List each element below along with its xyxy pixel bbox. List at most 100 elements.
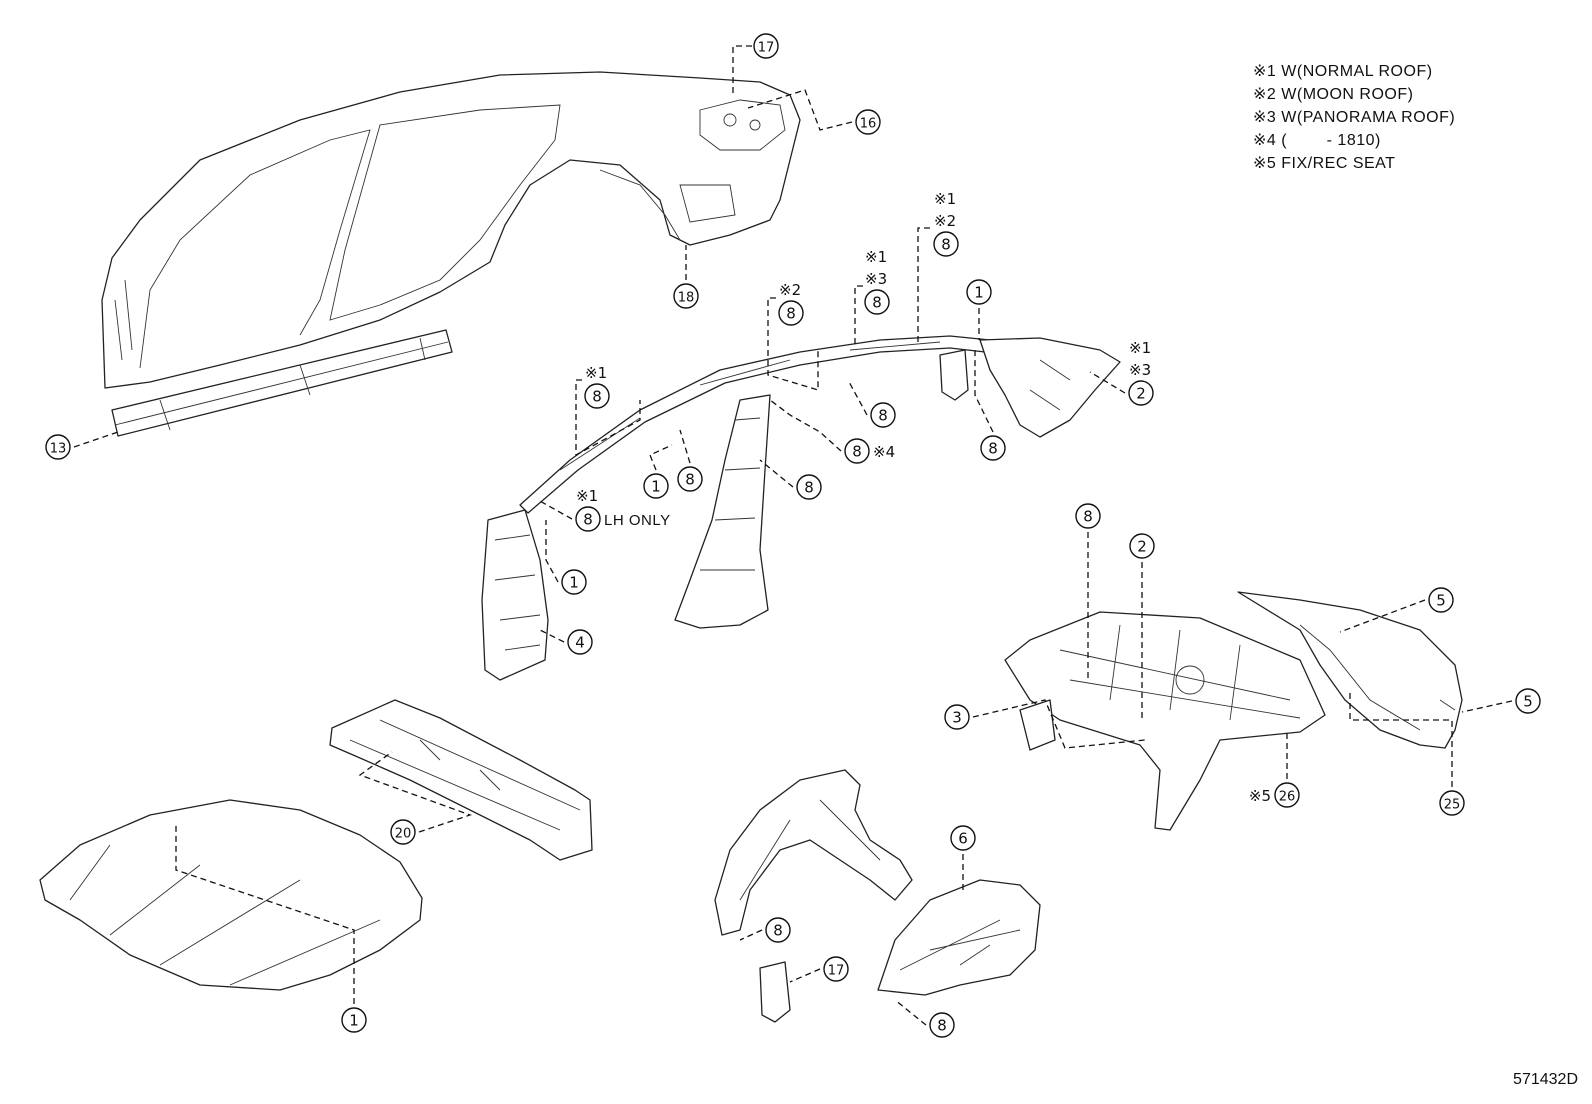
callout-number: 25 [1444,798,1461,813]
callout-circle [575,506,601,532]
callout-circle [933,231,959,257]
callout-number: 8 [878,407,888,425]
callout-number: 1 [569,574,579,592]
leader-line [847,379,868,416]
note-mark: ※4 [1253,132,1277,149]
callout-number: 2 [1136,385,1146,403]
callout-number: 13 [50,442,67,457]
callout-circle [673,283,699,309]
leader-line [649,444,673,471]
leader-line [1089,371,1126,394]
callout-circle [1515,688,1541,714]
callout-number: 2 [1137,538,1147,556]
leader-line [175,822,355,1004]
rear-roof-panel [939,337,1121,438]
side-body-outer-panel [101,71,801,389]
callout-circle [1075,503,1101,529]
diagram-code: 571432D [1513,1071,1578,1088]
note-mark-label: ※3 [865,270,887,288]
callout-8: 8 [1075,503,1101,529]
callout-circle [864,289,890,315]
callout-number: 8 [937,1017,947,1035]
callout-8: 8 [980,435,1006,461]
callout-circle [796,474,822,500]
callout-number: 8 [804,479,814,497]
callout-1: 1 [561,569,587,595]
note-item: ※2 W(MOON ROOF) [1253,83,1455,106]
callout-number: 8 [872,294,882,312]
rear-floor-pan [1004,611,1326,831]
leader-lines [73,45,1513,1026]
callout-number: 1 [974,284,984,302]
leader-line [917,227,930,345]
callout-number: 20 [395,827,412,842]
note-mark: ※1 [1253,63,1277,80]
callout-number: 8 [685,471,695,489]
callout-3: 3 [944,704,970,730]
callout-17: 17 [753,33,779,59]
callout-2: 2 [1129,533,1155,559]
note-mark-label: ※2 [934,212,956,230]
callout-circle [753,33,779,59]
note-mark-label: ※1 [1129,339,1151,357]
note-item: ※4 ( - 1810) [1253,129,1455,152]
note-mark-label: ※1 [585,364,607,382]
callout-5: 5 [1515,688,1541,714]
callout-circle [844,438,870,464]
front-apron [714,769,913,1023]
callout-number: 5 [1436,592,1446,610]
callout-number: 16 [860,117,877,132]
callout-circle [929,1012,955,1038]
note-text: W(MOON ROOF) [1276,86,1414,103]
callout-1: 1 [341,1007,367,1033]
callout-8: 8 [677,466,703,492]
callout-8: 8※1※3 [864,248,890,315]
callout-number: 1 [651,478,661,496]
note-mark-label: ※1 [934,190,956,208]
callout-8: 8※2 [778,281,804,326]
callout-8: 8 [870,402,896,428]
leader-line [854,285,863,345]
callout-8: 8 ※1 ※2 [933,190,959,257]
leader-line [894,999,927,1026]
cowl-panel [329,699,593,861]
note-mark-label: ※2 [779,281,801,299]
callout-circle [944,704,970,730]
callout-8: 8※1 [584,364,610,409]
callout-number: 8 [773,922,783,940]
callout-5: 5 [1428,587,1454,613]
callout-number: 8 [852,443,862,461]
callout-circle [677,466,703,492]
leader-line [747,89,853,131]
callout-number: 8 [988,440,998,458]
callout-8: 8※4 [844,438,895,464]
callout-circle [584,383,610,409]
callout-1: 1 [643,473,669,499]
note-mark: ※3 [1253,109,1277,126]
callout-13: 13 [45,434,71,460]
callout-number: 6 [958,830,968,848]
callout-number: 8 [941,236,951,254]
callout-1: 1 [966,279,992,305]
callout-number: 18 [678,291,695,306]
callout-number: 8 [592,388,602,406]
note-mark-label: ※5 [1249,787,1271,805]
leader-line [769,399,842,452]
callout-circle [765,917,791,943]
callout-circle [1128,380,1154,406]
callout-4: 4 [567,629,593,655]
callout-circle [341,1007,367,1033]
leader-line [537,499,573,520]
front-pillar [481,509,549,681]
callout-8: 8 [765,917,791,943]
callout-2: 2※1※3 [1128,339,1154,406]
callout-circle [1428,587,1454,613]
center-pillar [674,394,771,629]
callout-circle [855,109,881,135]
callout-circle [561,569,587,595]
callout-circle [966,279,992,305]
leader-line [767,297,819,391]
